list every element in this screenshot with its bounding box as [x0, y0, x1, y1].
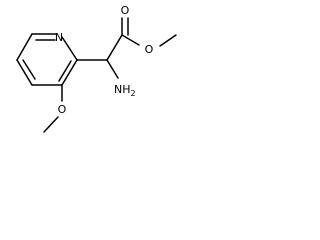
ester-oxygen-label: O	[145, 43, 154, 56]
bond-carbonyl-c-ester-o	[121, 34, 140, 46]
bond-alpha-carbonyl-c	[106, 34, 123, 61]
methoxy-group	[43, 84, 63, 133]
bond-methoxy-o-ch3	[43, 116, 59, 133]
bond-ring-n-c2	[61, 36, 78, 61]
amine-label-subscript: 2	[131, 89, 136, 98]
bond-ring-c5-c6	[16, 33, 33, 61]
ring-nitrogen-label: N	[55, 31, 63, 44]
amine-label: NH2	[114, 83, 136, 98]
bond-ring-c2-c3	[61, 59, 78, 86]
amino-ester-chain	[76, 17, 177, 79]
pyridine-ring	[16, 33, 78, 86]
bond-ring-c2-c3-inner	[58, 60, 72, 82]
methoxy-oxygen-label: O	[58, 103, 67, 116]
amine-label-main: NH	[114, 83, 131, 96]
bond-ring-c4-c5-inner	[22, 59, 36, 80]
bond-ring-c4-c5	[16, 59, 33, 86]
bond-ester-o-ch3	[159, 34, 177, 47]
bond-alpha-amine	[106, 59, 119, 79]
carbonyl-oxygen-label: O	[121, 4, 130, 17]
molecule-diagram: N O O O NH2	[16, 4, 177, 133]
